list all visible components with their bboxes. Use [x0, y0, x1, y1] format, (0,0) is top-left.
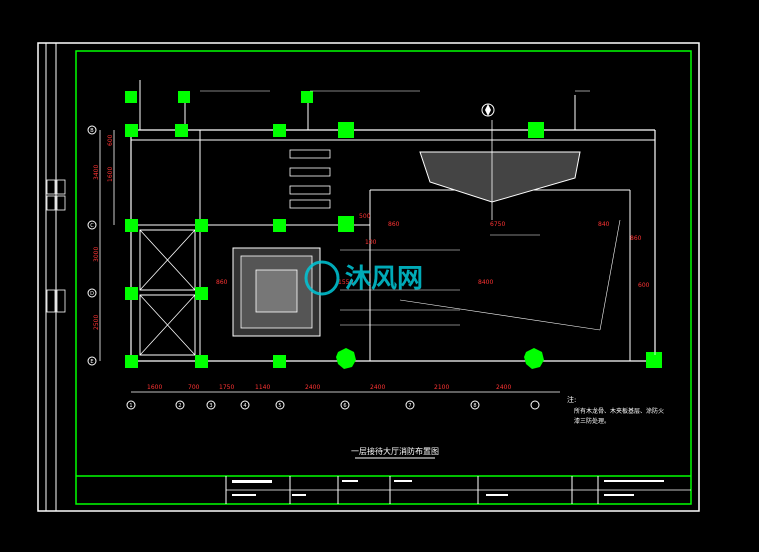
sheet-inner-frame — [75, 50, 692, 505]
dim-left-inner-1: 600 — [107, 134, 114, 146]
dim-bottom-5: 2400 — [305, 384, 320, 391]
dim-bottom-3: 1750 — [219, 384, 234, 391]
grid-label-bottom-1: 1 — [129, 403, 132, 409]
drawing-title: 一层接待大厅消防布置图 — [351, 446, 439, 456]
notes-heading: 注: — [567, 395, 576, 404]
dim-inner-3: 840 — [598, 221, 610, 228]
watermark-logo-icon — [304, 260, 340, 296]
grid-label-bottom-2: 2 — [178, 403, 181, 409]
dim-left-inner-2: 1600 — [107, 167, 114, 182]
notes-line-2: 漆三防处理。 — [574, 417, 610, 425]
leader-lines — [200, 90, 590, 326]
dim-inner-4: 100 — [365, 239, 377, 246]
dim-inner-9: 600 — [638, 282, 650, 289]
sheet-outer-frame — [37, 42, 700, 512]
grid-label-bottom-8: 8 — [473, 403, 476, 409]
grid-label-left-3: D — [90, 291, 94, 297]
dim-left-2: 3000 — [93, 247, 100, 262]
dim-bottom-4: 1140 — [255, 384, 270, 391]
grid-label-left-2: C — [90, 223, 94, 229]
floor-plan — [130, 80, 656, 362]
dim-inner-5: 8400 — [478, 279, 493, 286]
grid-bubbles-bottom — [126, 400, 540, 410]
dimension-lines — [99, 130, 656, 393]
watermark: 沐风网 — [304, 260, 423, 296]
dim-inner-1: 860 — [388, 221, 400, 228]
columns — [125, 91, 662, 369]
dim-inner-10: 860 — [630, 235, 642, 242]
grid-label-bottom-7: 7 — [408, 403, 411, 409]
dim-bottom-2: 700 — [188, 384, 200, 391]
dim-bottom-6: 2400 — [370, 384, 385, 391]
grid-label-bottom-6: 6 — [343, 403, 346, 409]
grid-labels: B C D E 1 2 3 4 5 6 7 8 — [90, 128, 477, 409]
dim-bottom-1: 1600 — [147, 384, 162, 391]
dimension-texts: 1600 700 1750 1140 2400 2400 2100 2400 3… — [93, 134, 650, 391]
dim-left-3: 2500 — [93, 315, 100, 330]
left-title-cells — [46, 179, 66, 313]
grid-label-bottom-4: 4 — [243, 403, 246, 409]
grid-label-bottom-3: 3 — [209, 403, 212, 409]
grid-label-bottom-5: 5 — [278, 403, 281, 409]
dim-left-1: 3400 — [93, 165, 100, 180]
grid-bubbles-left — [87, 125, 97, 366]
dim-inner-6: 1550 — [338, 279, 353, 286]
dim-inner-7: 500 — [359, 213, 371, 220]
grid-label-left-4: E — [90, 359, 93, 365]
title-block — [76, 475, 691, 504]
dim-inner-8: 860 — [216, 279, 228, 286]
dim-bottom-8: 2400 — [496, 384, 511, 391]
dim-bottom-7: 2100 — [434, 384, 449, 391]
north-arrow-icon — [481, 103, 495, 117]
watermark-text: 沐风网 — [345, 264, 423, 294]
grid-label-left-1: B — [90, 128, 94, 134]
dim-inner-2: 6750 — [490, 221, 505, 228]
notes-line-1: 所有木龙骨、木夹板基层、涂防火 — [574, 407, 664, 415]
